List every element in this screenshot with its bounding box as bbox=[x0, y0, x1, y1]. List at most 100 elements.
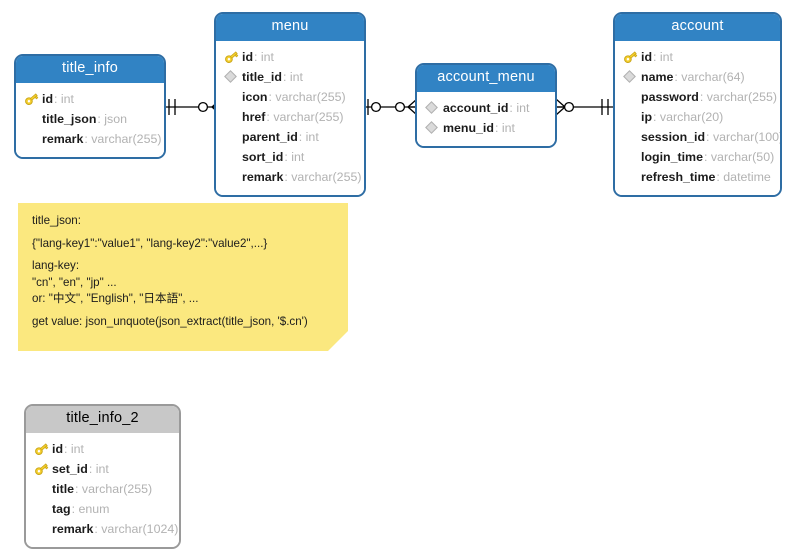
field-type: : int bbox=[509, 100, 530, 115]
field-marker-none bbox=[33, 521, 50, 537]
field-marker-none bbox=[33, 481, 50, 497]
key-icon bbox=[33, 461, 50, 477]
note-line: title_json: bbox=[32, 214, 81, 227]
diamond-icon bbox=[622, 69, 639, 85]
note-line: "cn", "en", "jp" ... bbox=[32, 275, 117, 289]
field-name: id bbox=[242, 49, 254, 64]
field-name: name bbox=[641, 69, 674, 84]
entity-menu[interactable]: menu id : int title_id : int bbox=[214, 12, 366, 197]
relationship-menu-account_menu[interactable] bbox=[364, 94, 418, 120]
field-name: sort_id bbox=[242, 149, 284, 164]
field-row[interactable]: password : varchar(255) bbox=[622, 87, 777, 107]
field-name: set_id bbox=[52, 461, 88, 476]
entity-account_menu[interactable]: account_menu account_id : int menu_id : … bbox=[415, 63, 557, 148]
entity-fields-account: id : int name : varchar(64) password : v… bbox=[615, 40, 780, 195]
field-type: : int bbox=[282, 69, 303, 84]
field-name: password bbox=[641, 89, 699, 104]
field-type: : varchar(1024) bbox=[94, 521, 179, 536]
note-line: lang-key: bbox=[32, 259, 80, 273]
field-marker-none bbox=[622, 89, 639, 105]
diamond-icon bbox=[424, 120, 441, 136]
field-name: remark bbox=[42, 131, 84, 146]
field-row[interactable]: ip : varchar(20) bbox=[622, 107, 771, 127]
field-row[interactable]: title_id : int bbox=[223, 67, 355, 87]
field-name: account_id bbox=[443, 100, 509, 115]
field-row[interactable]: title : varchar(255) bbox=[33, 479, 170, 499]
field-row[interactable]: id : int bbox=[33, 439, 170, 459]
diamond-icon bbox=[223, 69, 240, 85]
entity-account[interactable]: account id : int name : varchar(64) bbox=[613, 12, 782, 197]
field-row[interactable]: remark : varchar(255) bbox=[23, 129, 161, 149]
field-name: icon bbox=[242, 89, 268, 104]
field-type: : varchar(255) bbox=[699, 89, 777, 104]
field-type: : enum bbox=[71, 501, 110, 516]
field-row[interactable]: remark : varchar(255) bbox=[223, 167, 361, 187]
field-type: : varchar(255) bbox=[266, 109, 344, 124]
field-marker-none bbox=[622, 129, 639, 145]
field-type: : int bbox=[494, 120, 515, 135]
field-row[interactable]: id : int bbox=[23, 89, 155, 109]
field-name: id bbox=[42, 91, 54, 106]
field-type: : int bbox=[88, 461, 109, 476]
field-row[interactable]: name : varchar(64) bbox=[622, 67, 771, 87]
field-row[interactable]: menu_id : int bbox=[424, 118, 546, 138]
field-type: : datetime bbox=[716, 169, 771, 184]
field-name: tag bbox=[52, 501, 71, 516]
relationship-account_menu-account[interactable] bbox=[554, 94, 616, 120]
field-marker-none bbox=[622, 109, 639, 125]
entity-title-title_info: title_info bbox=[16, 56, 164, 83]
field-row[interactable]: refresh_time : datetime bbox=[622, 167, 771, 187]
key-icon bbox=[33, 441, 50, 457]
field-type: : json bbox=[97, 111, 128, 126]
field-name: refresh_time bbox=[641, 169, 716, 184]
field-row[interactable]: parent_id : int bbox=[223, 127, 355, 147]
key-icon bbox=[223, 49, 240, 65]
field-name: login_time bbox=[641, 149, 703, 164]
note-line: get value: json_unquote(json_extract(tit… bbox=[32, 314, 308, 328]
field-type: : int bbox=[54, 91, 74, 106]
entity-title-account: account bbox=[615, 14, 780, 41]
field-type: : int bbox=[254, 49, 274, 64]
entity-title-menu: menu bbox=[216, 14, 364, 41]
field-row[interactable]: href : varchar(255) bbox=[223, 107, 355, 127]
field-row[interactable]: session_id : varchar(100) bbox=[622, 127, 780, 147]
field-marker-none bbox=[23, 131, 40, 147]
field-marker-none bbox=[23, 111, 40, 127]
field-type: : varchar(255) bbox=[84, 131, 162, 146]
field-type: : varchar(255) bbox=[268, 89, 346, 104]
field-row[interactable]: tag : enum bbox=[33, 499, 170, 519]
field-type: : varchar(100) bbox=[706, 129, 782, 144]
field-row[interactable]: set_id : int bbox=[33, 459, 170, 479]
entity-fields-account_menu: account_id : int menu_id : int bbox=[417, 91, 555, 146]
field-name: ip bbox=[641, 109, 653, 124]
field-row[interactable]: icon : varchar(255) bbox=[223, 87, 355, 107]
field-type: : varchar(255) bbox=[284, 169, 362, 184]
entity-title-title_info_2: title_info_2 bbox=[26, 406, 179, 433]
key-icon bbox=[23, 91, 40, 107]
field-type: : varchar(255) bbox=[75, 481, 153, 496]
note-title_json[interactable]: title_json: {"lang-key1":"value1", "lang… bbox=[18, 203, 348, 351]
field-marker-none bbox=[223, 109, 240, 125]
field-marker-none bbox=[622, 149, 639, 165]
field-marker-none bbox=[622, 169, 639, 185]
field-row[interactable]: id : int bbox=[622, 47, 771, 67]
field-row[interactable]: account_id : int bbox=[424, 98, 546, 118]
field-marker-none bbox=[223, 149, 240, 165]
entity-title_info[interactable]: title_info id : int title_json : json bbox=[14, 54, 166, 159]
entity-fields-menu: id : int title_id : int icon : varchar(2… bbox=[216, 40, 364, 195]
field-row[interactable]: title_json : json bbox=[23, 109, 155, 129]
field-row[interactable]: login_time : varchar(50) bbox=[622, 147, 774, 167]
entity-fields-title_info: id : int title_json : json remark : varc… bbox=[16, 82, 164, 157]
field-type: : int bbox=[298, 129, 319, 144]
entity-title-account_menu: account_menu bbox=[417, 65, 555, 92]
relationship-title_info-menu[interactable] bbox=[160, 94, 222, 120]
entity-title_info_2[interactable]: title_info_2 id : int bbox=[24, 404, 181, 549]
field-marker-none bbox=[223, 169, 240, 185]
field-row[interactable]: sort_id : int bbox=[223, 147, 355, 167]
field-row[interactable]: id : int bbox=[223, 47, 355, 67]
field-type: : int bbox=[64, 441, 84, 456]
field-type: : int bbox=[653, 49, 673, 64]
field-type: : varchar(20) bbox=[653, 109, 724, 124]
note-line: {"lang-key1":"value1", "lang-key2":"valu… bbox=[32, 236, 268, 250]
field-row[interactable]: remark : varchar(1024) bbox=[33, 519, 178, 539]
